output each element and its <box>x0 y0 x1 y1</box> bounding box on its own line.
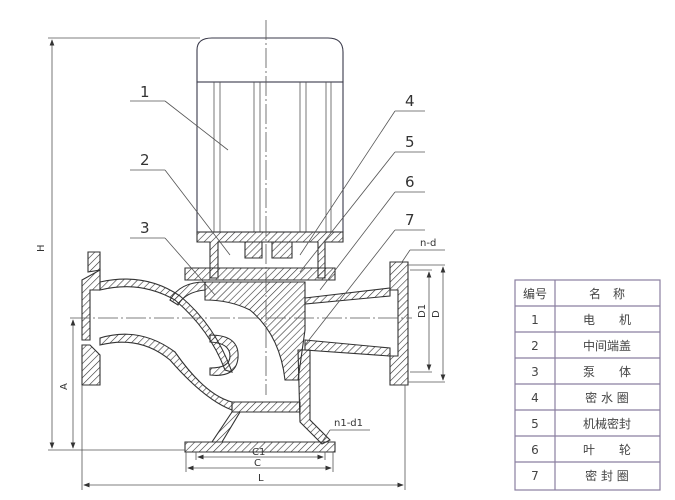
row-number: 6 <box>531 443 539 457</box>
row-number: 5 <box>531 417 539 431</box>
callout-6: 6 <box>405 173 415 191</box>
table-row: 2 中间端盖 <box>531 338 631 353</box>
row-number: 3 <box>531 365 539 379</box>
dim-D1: D1 <box>417 304 428 318</box>
callout-3: 3 <box>140 219 150 237</box>
dim-n-d: n-d <box>420 238 436 249</box>
row-number: 1 <box>531 313 539 327</box>
dim-C1: C1 <box>252 447 265 458</box>
table-row: 5 机械密封 <box>531 416 631 431</box>
table-row: 7 密 封 圈 <box>531 468 629 483</box>
dim-L: L <box>258 473 264 484</box>
parts-table: 编号 名 称 1 电 机 2 中间端盖 3 泵 体 4 密 水 圈 5 机械密封… <box>514 279 661 491</box>
table-header-number: 编号 <box>523 286 547 301</box>
callout-1: 1 <box>140 83 150 101</box>
callout-7: 7 <box>405 211 415 229</box>
row-number: 7 <box>531 469 539 483</box>
table-row: 4 密 水 圈 <box>531 390 629 405</box>
dim-C: C <box>254 458 261 469</box>
dim-A: A <box>59 383 70 390</box>
dim-H: H <box>36 244 47 252</box>
dim-D: D <box>431 310 442 318</box>
middle-cover <box>184 231 344 281</box>
callout-5: 5 <box>405 133 415 151</box>
dimensions: H A D1 D L C C1 n-d n1-d1 <box>36 37 446 490</box>
table-row: 1 电 机 <box>531 313 631 327</box>
row-name: 机械密封 <box>583 416 631 431</box>
motor <box>196 37 344 233</box>
row-name: 叶 轮 <box>583 443 631 457</box>
table-row: 6 叶 轮 <box>531 443 631 457</box>
dim-n1-d1: n1-d1 <box>334 418 363 429</box>
callouts: 1 2 3 4 5 6 7 <box>130 83 425 346</box>
row-name: 电 机 <box>583 313 631 327</box>
row-number: 2 <box>531 339 539 353</box>
callout-2: 2 <box>140 151 150 169</box>
row-number: 4 <box>531 391 539 405</box>
row-name: 泵 体 <box>583 365 631 379</box>
row-name: 密 水 圈 <box>585 390 629 405</box>
table-row: 3 泵 体 <box>531 365 631 379</box>
row-name: 密 封 圈 <box>585 468 629 483</box>
pump-body <box>81 251 409 453</box>
callout-4: 4 <box>405 92 415 110</box>
row-name: 中间端盖 <box>583 338 631 353</box>
table-header-name: 名 称 <box>589 286 625 301</box>
